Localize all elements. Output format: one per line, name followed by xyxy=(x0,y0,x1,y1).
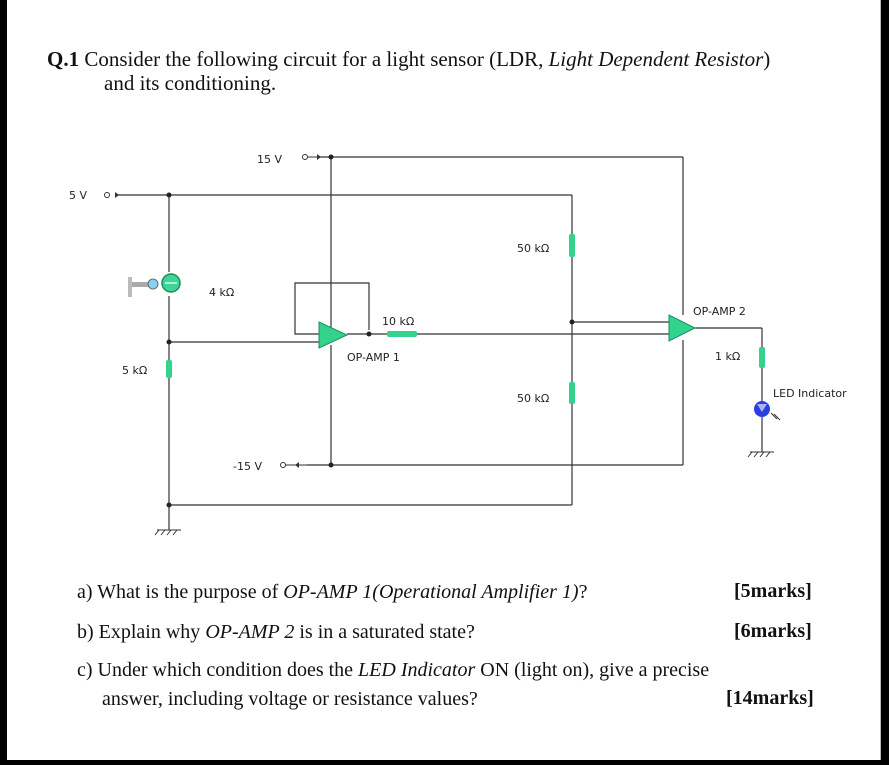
label-5k: 5 kΩ xyxy=(122,364,147,377)
question-intro-close: ) xyxy=(763,47,771,71)
label-1k: 1 kΩ xyxy=(715,350,740,363)
question-number: Q.1 xyxy=(47,47,80,71)
part-c-italic: LED Indicator xyxy=(358,659,476,681)
part-c-text: c) Under which condition does the xyxy=(77,659,359,681)
label-4k: 4 kΩ xyxy=(209,286,234,299)
part-b: b) Explain why OP-AMP 2 is in a saturate… xyxy=(77,620,475,644)
label-led: LED Indicator xyxy=(773,387,847,400)
resistor-10k xyxy=(387,331,417,337)
part-c-marks: [14marks] xyxy=(726,687,814,709)
led-icon xyxy=(754,401,781,421)
label-5v: 5 V xyxy=(69,189,87,202)
label-opamp1: OP-AMP 1 xyxy=(347,351,400,364)
part-c-end: ON (light on), give a precise xyxy=(475,659,710,681)
opamp-1-icon xyxy=(318,321,349,349)
question-heading: Q.1 Consider the following circuit for a… xyxy=(47,47,770,95)
question-intro: Consider the following circuit for a lig… xyxy=(84,47,544,71)
question-intro-italic: Light Dependent Resistor xyxy=(548,47,764,71)
ldr-icon xyxy=(128,273,181,297)
label-50k-bottom: 50 kΩ xyxy=(517,392,549,405)
label-15v: 15 V xyxy=(257,153,282,166)
resistor-5k xyxy=(166,360,172,378)
part-a-marks: [5marks] xyxy=(734,580,812,602)
terminal-15v xyxy=(302,154,321,160)
part-b-italic: OP-AMP 2 xyxy=(205,621,295,643)
label-10k: 10 kΩ xyxy=(382,315,414,328)
part-c: c) Under which condition does the LED In… xyxy=(77,658,709,682)
resistor-50k-top xyxy=(569,234,575,257)
part-a-italic: OP-AMP 1(Operational Amplifier 1) xyxy=(283,581,579,603)
part-c-line2: answer, including voltage or resistance … xyxy=(102,688,478,710)
part-a: a) What is the purpose of OP-AMP 1(Opera… xyxy=(77,580,587,604)
part-a-text: a) What is the purpose of xyxy=(77,581,284,603)
part-b-marks: [6marks] xyxy=(734,620,812,642)
junction-dots xyxy=(166,154,575,508)
document-page: Q.1 Consider the following circuit for a… xyxy=(7,0,881,760)
ground-icon-left xyxy=(154,505,181,536)
label-50k-top: 50 kΩ xyxy=(517,242,549,255)
terminal-neg15v xyxy=(280,462,307,468)
resistor-1k xyxy=(759,347,765,368)
opamp-2-icon xyxy=(668,314,697,342)
question-intro-line2: and its conditioning. xyxy=(104,71,277,95)
circuit-wires xyxy=(117,156,763,530)
label-neg15v: -15 V xyxy=(233,460,262,473)
part-b-end: is in a saturated state? xyxy=(294,621,475,643)
label-opamp2: OP-AMP 2 xyxy=(693,305,746,318)
circuit-diagram: 15 V 5 V -15 V 4 kΩ 5 kΩ 10 kΩ 50 kΩ 50 … xyxy=(69,153,847,536)
ground-icon-led xyxy=(747,451,774,458)
terminal-5v xyxy=(104,192,119,198)
part-b-text: b) Explain why xyxy=(77,621,206,643)
part-a-end: ? xyxy=(578,581,588,603)
resistor-50k-bottom xyxy=(569,382,575,404)
